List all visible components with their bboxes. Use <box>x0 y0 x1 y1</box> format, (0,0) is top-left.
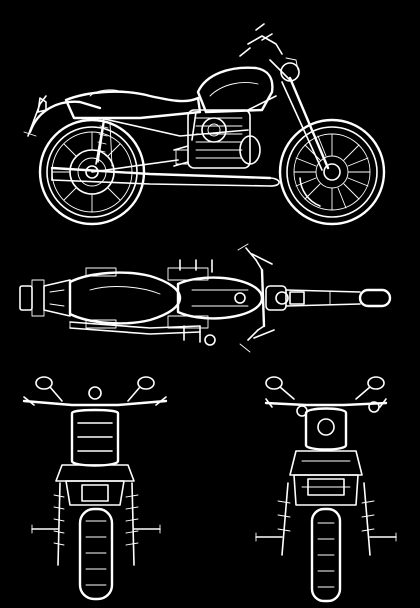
front-tire <box>310 507 342 603</box>
rear-shocks <box>53 482 139 566</box>
top-exhaust <box>69 321 201 335</box>
front-engine-sides <box>277 482 375 556</box>
top-front-fork <box>265 285 361 311</box>
front-handlebars <box>264 398 388 417</box>
rear-fender <box>23 95 102 137</box>
top-handlebars <box>237 243 275 353</box>
top-shocks <box>85 267 117 329</box>
motorcycle-side-view-icon <box>23 23 386 226</box>
motorcycle-front-view-icon <box>255 376 397 603</box>
rear-pegs <box>31 524 161 534</box>
front-mirrors <box>265 376 385 400</box>
motorcycle-top-view-icon <box>19 243 392 353</box>
rear-shock <box>95 117 109 165</box>
fuel-tank <box>196 66 274 114</box>
top-seat <box>68 271 182 325</box>
frame <box>91 95 277 173</box>
seat <box>64 89 202 120</box>
engine <box>173 109 261 169</box>
front-wheel <box>278 118 386 226</box>
rear-tire <box>78 507 114 601</box>
top-rear-fender <box>43 279 71 317</box>
top-front-wheel <box>329 288 392 308</box>
front-headlight <box>304 407 348 451</box>
front-fork <box>239 23 330 171</box>
motorcycle-rear-view-icon <box>22 376 168 601</box>
rear-handlebars <box>22 386 168 407</box>
top-fuel-tank <box>176 276 264 320</box>
exhaust <box>50 166 280 187</box>
front-body <box>289 450 363 506</box>
front-pegs <box>255 532 397 542</box>
rear-mirrors <box>35 376 155 402</box>
top-tail <box>19 279 45 317</box>
rear-body <box>55 408 135 506</box>
